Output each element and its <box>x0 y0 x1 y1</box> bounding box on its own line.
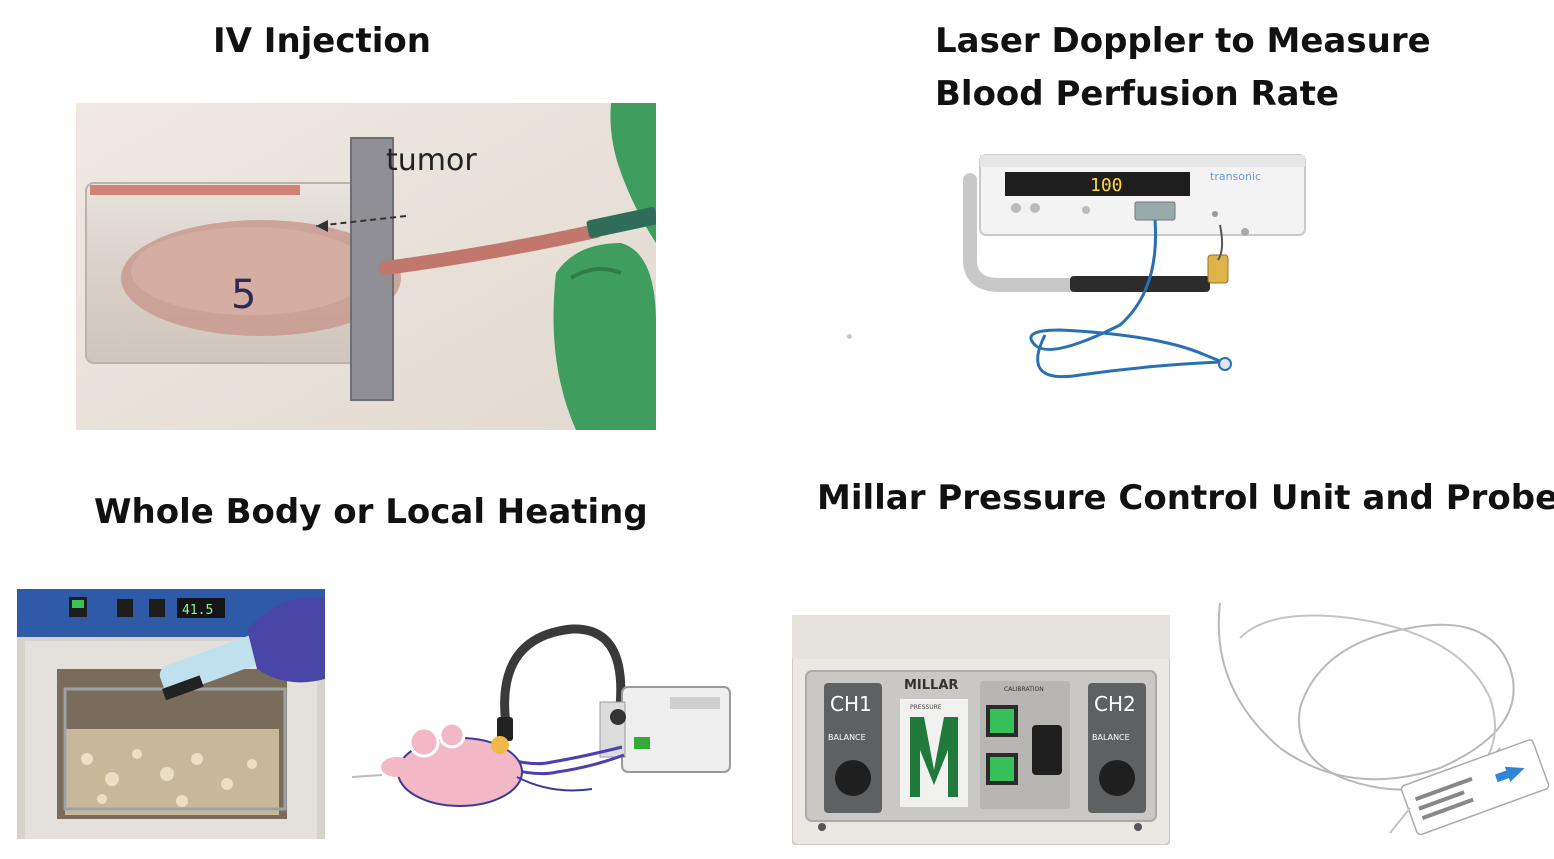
iv-injection-title: IV Injection <box>213 21 431 61</box>
ch2-balance-label: BALANCE <box>1092 733 1130 742</box>
stray-dot <box>847 334 852 339</box>
laser-doppler-title-line1: Laser Doppler to Measure <box>935 21 1431 61</box>
pressure-label: PRESSURE <box>910 704 942 711</box>
heating-oven-photo: 41.5 <box>17 589 325 839</box>
millar-control-unit-photo: CH1 BALANCE MILLAR PRESSURE CALIBRATION … <box>792 615 1170 845</box>
heating-title: Whole Body or Local Heating <box>94 492 648 532</box>
ch1-label: CH1 <box>830 692 872 716</box>
doppler-brand-text: transonic <box>1210 170 1261 183</box>
laser-doppler-title-line2: Blood Perfusion Rate <box>935 74 1339 114</box>
calibration-label: CALIBRATION <box>1004 686 1044 693</box>
iv-injection-photo: 5 <box>76 103 656 430</box>
ch2-label: CH2 <box>1094 692 1136 716</box>
mouse-marker-text: 5 <box>231 272 256 318</box>
millar-probe-photo <box>1210 598 1550 848</box>
ch1-balance-label: BALANCE <box>828 733 866 742</box>
tumor-label: tumor <box>386 143 477 178</box>
millar-title: Millar Pressure Control Unit and Probe <box>817 478 1554 518</box>
millar-brand: MILLAR <box>904 678 958 693</box>
oven-display: 41.5 <box>182 603 213 618</box>
local-heating-illustration <box>352 617 737 812</box>
laser-doppler-photo: 100 transonic <box>950 150 1310 390</box>
doppler-display-value: 100 <box>1090 175 1123 196</box>
